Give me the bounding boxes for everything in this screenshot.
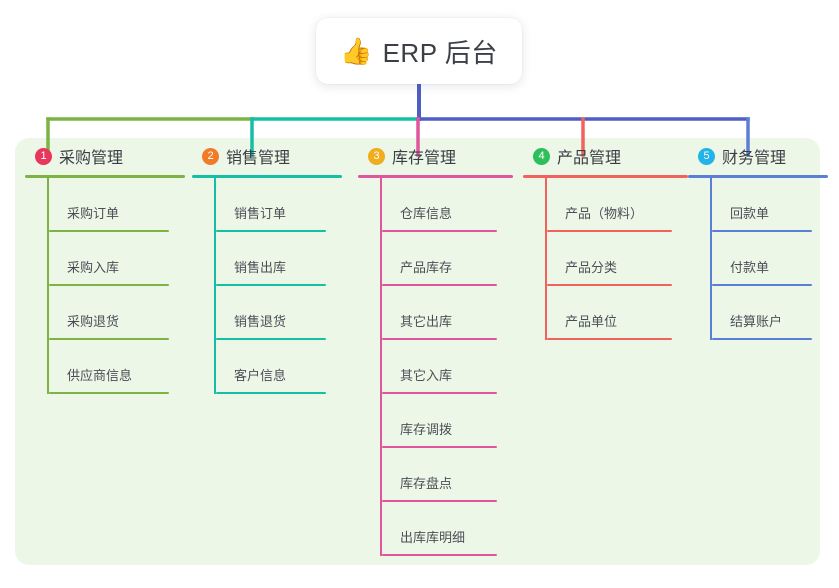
branch-item-label: 其它出库 [400, 314, 453, 329]
branch-header-1[interactable]: 1 采购管理 [25, 138, 185, 174]
branch-header-4[interactable]: 4 产品管理 [523, 138, 688, 174]
branch-item[interactable]: 采购入库 [49, 232, 185, 286]
thumbs-up-icon: 👍 [340, 36, 373, 66]
branch-underline-5 [688, 175, 828, 178]
branch-badge-4: 4 [533, 147, 550, 165]
branch-item-underline [216, 284, 326, 286]
branch-item-label: 回款单 [730, 206, 770, 221]
branch-item[interactable]: 产品单位 [547, 286, 688, 340]
branch-item-label: 付款单 [730, 260, 770, 275]
branch-item-label: 库存调拨 [400, 422, 453, 437]
branch-item[interactable]: 出库库明细 [382, 502, 513, 556]
branch-item-label: 结算账户 [730, 314, 783, 329]
branch-item[interactable]: 回款单 [712, 178, 828, 232]
branch-item[interactable]: 产品（物料） [547, 178, 688, 232]
branch-item[interactable]: 采购订单 [49, 178, 185, 232]
branch-item[interactable]: 产品库存 [382, 232, 513, 286]
branch-item-underline [382, 338, 497, 340]
branch-item[interactable]: 付款单 [712, 232, 828, 286]
branch-title-2: 销售管理 [226, 150, 291, 167]
branch-item[interactable]: 销售退货 [216, 286, 342, 340]
branch-item-label: 销售退货 [234, 314, 287, 329]
branch-badge-1: 1 [35, 147, 52, 165]
branch-item[interactable]: 其它出库 [382, 286, 513, 340]
branch-item-list-5: 回款单付款单结算账户 [710, 178, 828, 340]
branch-header-5[interactable]: 5 财务管理 [688, 138, 828, 174]
branch-item-label: 产品库存 [400, 260, 453, 275]
branch-item-underline [547, 230, 672, 232]
branch-item-list-1: 采购订单采购入库采购退货供应商信息 [47, 178, 185, 394]
branch-item-list-4: 产品（物料） 产品分类产品单位 [545, 178, 688, 340]
branch-item-underline [49, 284, 169, 286]
branch-item-underline [547, 338, 672, 340]
branch-column-4: 4 产品管理产品（物料） 产品分类产品单位 [523, 138, 688, 340]
branch-badge-2: 2 [202, 147, 219, 165]
branch-item-underline [382, 446, 497, 448]
branch-item-label: 采购退货 [67, 314, 120, 329]
branch-column-2: 2 销售管理销售订单销售出库销售退货客户信息 [192, 138, 342, 394]
branch-item-label: 采购入库 [67, 260, 120, 275]
branch-item-list-2: 销售订单销售出库销售退货客户信息 [214, 178, 342, 394]
branch-underline-4 [523, 175, 688, 178]
branch-item[interactable]: 库存调拨 [382, 394, 513, 448]
branch-item[interactable]: 结算账户 [712, 286, 828, 340]
branch-column-5: 5 财务管理回款单付款单结算账户 [688, 138, 828, 340]
branch-item[interactable]: 产品分类 [547, 232, 688, 286]
branch-item-underline [49, 392, 169, 394]
branch-item-label: 供应商信息 [67, 368, 133, 383]
branch-column-1: 1 采购管理采购订单采购入库采购退货供应商信息 [25, 138, 185, 394]
branch-item-underline [216, 392, 326, 394]
branch-column-3: 3 库存管理仓库信息产品库存其它出库其它入库库存调拨库存盘点出库库明细 [358, 138, 513, 556]
branch-item-label: 客户信息 [234, 368, 287, 383]
branch-title-4: 产品管理 [557, 150, 622, 167]
branch-item[interactable]: 仓库信息 [382, 178, 513, 232]
branch-item-underline [712, 230, 812, 232]
branch-item-underline [712, 284, 812, 286]
branch-header-2[interactable]: 2 销售管理 [192, 138, 342, 174]
branch-title-5: 财务管理 [722, 150, 787, 167]
branch-badge-3: 3 [368, 147, 385, 165]
root-node-title: ERP 后台 [382, 37, 498, 68]
root-node[interactable]: 👍 ERP 后台 [316, 18, 522, 84]
branch-badge-5: 5 [698, 147, 715, 165]
branch-item[interactable]: 销售订单 [216, 178, 342, 232]
branch-item-underline [712, 338, 812, 340]
branch-item[interactable]: 库存盘点 [382, 448, 513, 502]
branch-item[interactable]: 销售出库 [216, 232, 342, 286]
branch-item-label: 其它入库 [400, 368, 453, 383]
branch-item-underline [547, 284, 672, 286]
branch-item-underline [382, 284, 497, 286]
branch-item-label: 产品（物料） [565, 206, 644, 221]
branch-columns: 1 采购管理采购订单采购入库采购退货供应商信息 2 销售管理销售订单销售出库销售退货客… [0, 138, 839, 565]
branch-item-label: 销售出库 [234, 260, 287, 275]
branches-background-panel [15, 138, 820, 565]
branch-item-underline [216, 338, 326, 340]
branch-title-3: 库存管理 [392, 150, 457, 167]
branch-item-label: 库存盘点 [400, 476, 453, 491]
branch-item[interactable]: 采购退货 [49, 286, 185, 340]
branch-underline-2 [192, 175, 342, 178]
branch-item-label: 产品单位 [565, 314, 618, 329]
branch-item-label: 仓库信息 [400, 206, 453, 221]
branch-item-underline [216, 230, 326, 232]
branch-item-underline [49, 230, 169, 232]
branch-item-underline [382, 500, 497, 502]
branch-item-underline [49, 338, 169, 340]
branch-item[interactable]: 其它入库 [382, 340, 513, 394]
branch-item-underline [382, 554, 497, 556]
branch-underline-1 [25, 175, 185, 178]
branch-item-label: 销售订单 [234, 206, 287, 221]
branch-header-3[interactable]: 3 库存管理 [358, 138, 513, 174]
branch-item-underline [382, 392, 497, 394]
branch-item-underline [382, 230, 497, 232]
branch-item-label: 出库库明细 [400, 530, 466, 545]
branch-item[interactable]: 供应商信息 [49, 340, 185, 394]
branch-title-1: 采购管理 [59, 150, 124, 167]
branch-item[interactable]: 客户信息 [216, 340, 342, 394]
branch-item-label: 采购订单 [67, 206, 120, 221]
branch-item-list-3: 仓库信息产品库存其它出库其它入库库存调拨库存盘点出库库明细 [380, 178, 513, 556]
branch-item-label: 产品分类 [565, 260, 618, 275]
branch-underline-3 [358, 175, 513, 178]
